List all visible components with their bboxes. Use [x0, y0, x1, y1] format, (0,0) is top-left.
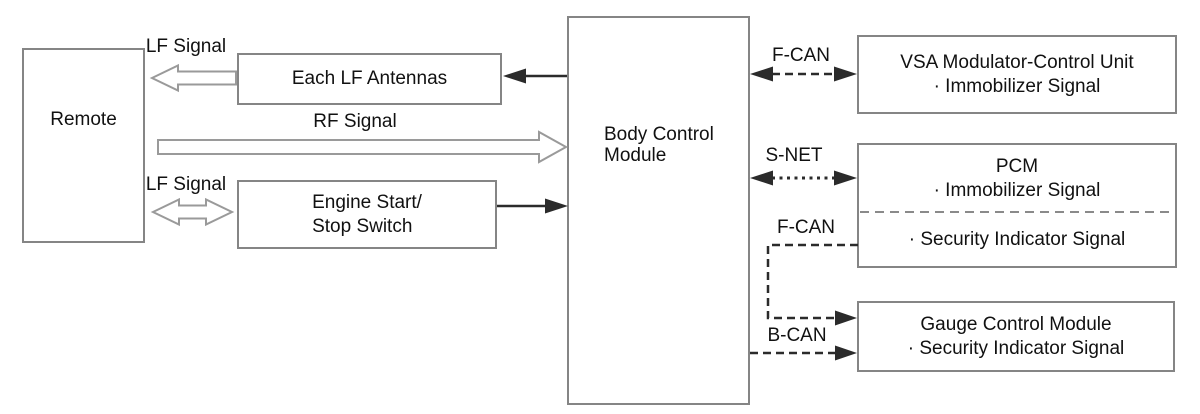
b-can-label: B-CAN: [767, 325, 827, 346]
rf-signal-label: RF Signal: [313, 111, 397, 132]
node-gauge-control-module: Gauge Control Module · Security Indicato…: [857, 301, 1175, 372]
node-vsa-modulator-control-unit: VSA Modulator-Control Unit · Immobilizer…: [857, 35, 1177, 114]
node-body-control-module-label: Body Control Module: [604, 124, 714, 166]
rf-signal-arrow: [157, 130, 569, 164]
node-each-lf-antennas: Each LF Antennas: [237, 53, 502, 105]
pcm-upper-section: PCM · Immobilizer Signal: [859, 145, 1175, 212]
pcm-lower-section: · Security Indicator Signal: [859, 214, 1175, 266]
f-can-top-label: F-CAN: [771, 45, 831, 66]
bcm-label-line2: Module: [604, 145, 667, 166]
lf-signal-bottom-arrow: [150, 197, 235, 227]
gauge-security-indicator-signal: · Security Indicator Signal: [907, 337, 1125, 359]
lf-signal-bottom-label: LF Signal: [145, 174, 227, 195]
bcm-to-antennas-arrow: [503, 68, 567, 84]
engine-label-line2: Stop Switch: [312, 215, 413, 237]
node-engine-start-stop-switch: Engine Start/ Stop Switch: [237, 180, 497, 249]
gauge-title: Gauge Control Module: [920, 313, 1112, 335]
s-net-label: S-NET: [765, 145, 823, 166]
node-remote: Remote: [22, 48, 145, 243]
engine-label-line1: Engine Start/: [312, 191, 422, 213]
vsa-title: VSA Modulator-Control Unit: [900, 51, 1134, 73]
pcm-immobilizer-signal: · Immobilizer Signal: [933, 179, 1101, 201]
node-body-control-module: Body Control Module: [567, 16, 750, 405]
pcm-title: PCM: [995, 155, 1039, 177]
vsa-immobilizer-signal: · Immobilizer Signal: [933, 75, 1101, 97]
node-pcm: PCM · Immobilizer Signal · Security Indi…: [857, 143, 1177, 268]
lf-signal-top-arrow: [149, 63, 237, 93]
node-engine-start-stop-switch-label: Engine Start/ Stop Switch: [312, 191, 422, 239]
b-can-arrow: [750, 345, 857, 361]
bcm-label-line1: Body Control: [604, 124, 714, 145]
s-net-arrow: [750, 170, 857, 186]
f-can-top-arrow: [750, 66, 857, 82]
f-can-mid-route: [766, 243, 858, 326]
pcm-security-indicator-signal: · Security Indicator Signal: [908, 229, 1126, 250]
lf-signal-top-label: LF Signal: [145, 36, 227, 57]
node-remote-label: Remote: [50, 109, 117, 130]
f-can-mid-label: F-CAN: [776, 217, 836, 238]
engine-to-bcm-arrow: [497, 198, 568, 214]
node-each-lf-antennas-label: Each LF Antennas: [291, 68, 448, 89]
